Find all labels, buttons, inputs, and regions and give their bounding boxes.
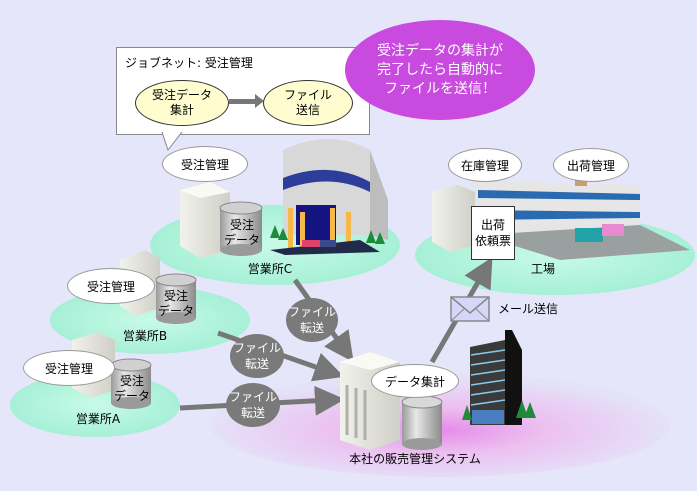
factory-building	[470, 178, 690, 260]
step-aggregate-line1: 受注データ	[151, 88, 212, 102]
step-aggregate-line2: 集計	[169, 103, 194, 117]
inventory-label: 在庫管理	[460, 158, 509, 173]
office-a-db-label: 受注データ	[113, 374, 150, 403]
office-c-label: 営業所C	[247, 262, 293, 276]
db-hq	[401, 395, 443, 450]
highlight-line2: 完了したら自動的に	[377, 61, 503, 78]
step-aggregate[interactable]: 受注データ 集計	[135, 80, 229, 126]
office-c-building	[270, 139, 388, 255]
office-b-app-bubble[interactable]: 受注管理	[67, 268, 155, 304]
db-office-c	[219, 201, 263, 256]
office-a-app-label: 受注管理	[44, 361, 93, 376]
db-office-b	[155, 273, 197, 324]
highlight-line3: ファイルを送信！	[384, 80, 496, 97]
highlight-line1: 受注データの集計が	[377, 42, 503, 59]
hq-tower	[470, 330, 522, 425]
office-b-db-label: 受注データ	[157, 289, 194, 318]
envelope-icon	[450, 296, 490, 322]
office-b-app-label: 受注管理	[86, 279, 135, 294]
server-office-c	[180, 182, 230, 258]
office-c-db-label: 受注データ	[223, 218, 260, 247]
office-c-app-bubble[interactable]: 受注管理	[162, 146, 248, 182]
step-send-file[interactable]: ファイル 送信	[263, 80, 353, 126]
hq-app-label: データ集計	[384, 374, 445, 389]
callout-tail	[161, 132, 183, 152]
step-arrow	[229, 99, 257, 104]
factory-inventory-bubble[interactable]: 在庫管理	[448, 148, 522, 182]
factory-label: 工場	[530, 262, 555, 276]
mail-label: メール送信	[498, 302, 559, 316]
office-a-label: 営業所A	[75, 412, 121, 426]
server-factory	[432, 185, 475, 252]
jobnet-callout: ジョブネット: 受注管理 受注データ 集計 ファイル 送信	[116, 47, 370, 135]
office-b-label: 営業所B	[122, 329, 168, 343]
step-send-line1: ファイル	[283, 88, 332, 102]
transfer-bubble-c: ファイル転送	[286, 298, 338, 342]
transfer-bubble-a: ファイル転送	[226, 383, 280, 427]
hq-app-bubble[interactable]: データ集計	[371, 364, 459, 398]
step-arrow-head	[255, 94, 264, 108]
office-a-app-bubble[interactable]: 受注管理	[23, 350, 115, 386]
hq-label: 本社の販売管理システム	[349, 452, 481, 466]
transfer-bubble-b: ファイル転送	[230, 334, 284, 378]
highlight-bubble: 受注データの集計が 完了したら自動的に ファイルを送信！	[345, 20, 535, 120]
trees	[270, 225, 536, 420]
factory-shipping-bubble[interactable]: 出荷管理	[553, 148, 629, 182]
jobnet-title: ジョブネット: 受注管理	[125, 56, 253, 70]
shipping-request-document[interactable]: 出荷 依頼票	[471, 206, 515, 260]
shipping-label: 出荷管理	[566, 158, 615, 173]
db-office-a	[110, 358, 152, 409]
step-send-line2: 送信	[295, 103, 320, 117]
office-c-app-label: 受注管理	[180, 157, 229, 172]
